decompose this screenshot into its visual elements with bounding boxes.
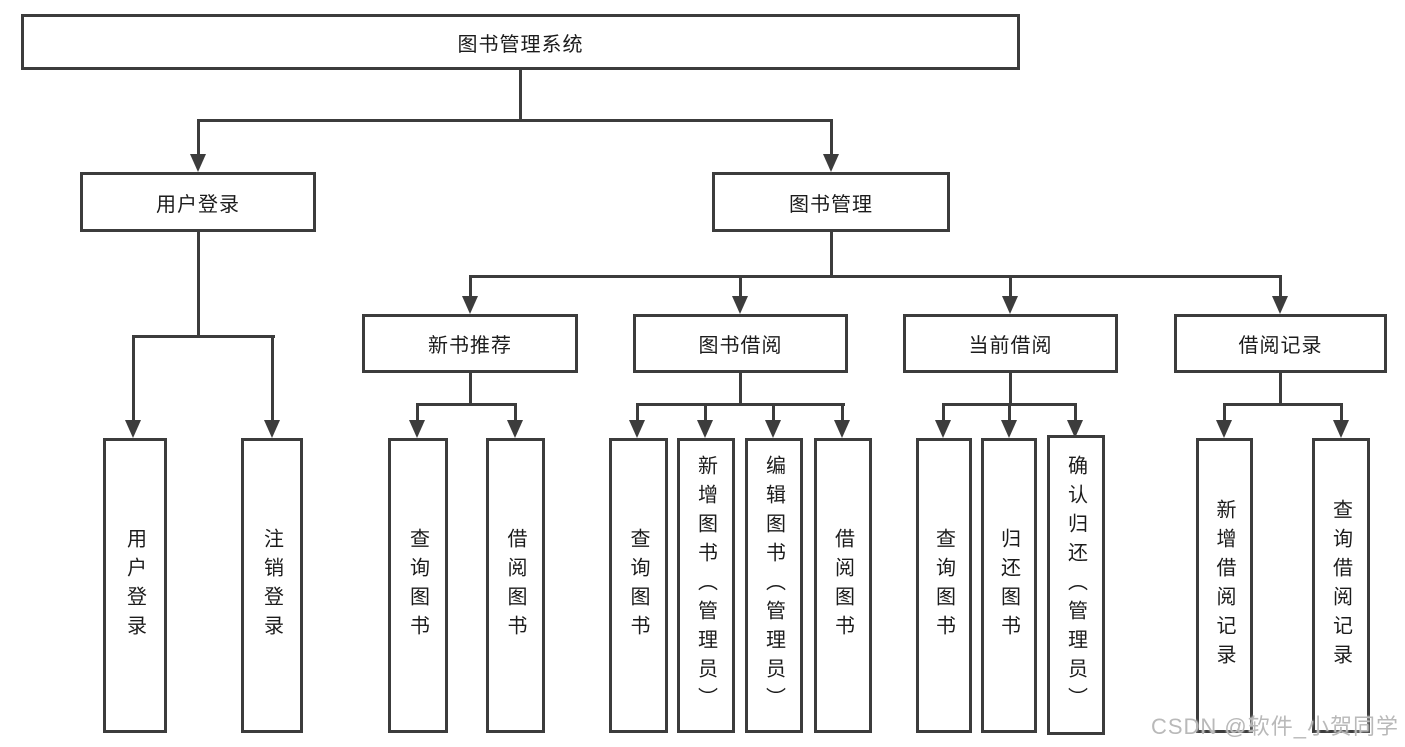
node-current-borrow-label: 当前借阅: [968, 335, 1053, 357]
node-user-login: 用户登录: [80, 172, 316, 232]
leaf-nbr-borrow-books-label: 借阅图书: [504, 527, 526, 644]
leaf-cb-query-books: 查询图书: [916, 438, 972, 733]
connector-user-login-stem: [197, 232, 200, 336]
leaf-br-add-record: 新增借阅记录: [1196, 438, 1253, 733]
arrowhead-cb-confirm: [1067, 420, 1083, 438]
arrowhead-leaf-logout: [264, 420, 280, 438]
leaf-nbr-query-books: 查询图书: [388, 438, 448, 733]
leaf-bb-edit-books-admin-label: 编辑图书（管理员）: [762, 455, 785, 716]
connector-current-borrow-stem: [1009, 373, 1012, 406]
connector-book-borrow-stem: [739, 373, 742, 406]
arrowhead-book-mgmt: [823, 154, 839, 172]
node-user-login-label: 用户登录: [156, 193, 240, 216]
arrowhead-bb-borrow: [834, 420, 850, 438]
leaf-bb-add-books-admin-label: 新增图书（管理员）: [694, 455, 717, 716]
connector-to-leaf-logout: [271, 335, 274, 421]
connector-to-new-book-rec: [469, 275, 472, 298]
connector-to-leaf-login: [132, 335, 135, 421]
connector-to-borrow-records: [1279, 275, 1282, 298]
connector-to-book-borrow: [739, 275, 742, 298]
leaf-bb-query-books: 查询图书: [609, 438, 668, 733]
node-book-borrow: 图书借阅: [633, 314, 848, 373]
connector-to-user-login: [197, 119, 200, 156]
arrowhead-book-borrow: [732, 296, 748, 314]
leaf-bb-borrow-books: 借阅图书: [814, 438, 872, 733]
leaf-nbr-borrow-books: 借阅图书: [486, 438, 545, 733]
leaf-user-login-label: 用户登录: [123, 527, 146, 644]
connector-to-nbr-query: [416, 403, 419, 420]
leaf-cb-confirm-return-admin-label: 确认归还（管理员）: [1064, 454, 1087, 716]
connector-to-cb-return: [1008, 403, 1011, 420]
connector-to-cb-query: [942, 403, 945, 420]
leaf-bb-add-books-admin: 新增图书（管理员）: [677, 438, 735, 733]
leaf-cb-confirm-return-admin: 确认归还（管理员）: [1047, 435, 1105, 735]
connector-to-current-borrow: [1009, 275, 1012, 298]
leaf-cb-return-books: 归还图书: [981, 438, 1037, 733]
connector-borrow-records-branch: [1223, 403, 1343, 406]
connector-to-bb-edit: [772, 403, 775, 420]
arrowhead-leaf-login: [125, 420, 141, 438]
node-book-mgmt-label: 图书管理: [789, 193, 873, 216]
connector-book-mgmt-stem: [830, 232, 833, 276]
connector-root-branch: [197, 119, 833, 122]
arrowhead-bb-add: [697, 420, 713, 438]
arrowhead-nbr-borrow: [507, 420, 523, 438]
arrowhead-cb-query: [935, 420, 951, 438]
node-current-borrow: 当前借阅: [903, 314, 1118, 373]
connector-to-br-add: [1223, 403, 1226, 420]
connector-to-bb-query: [636, 403, 639, 420]
node-library-system: 图书管理系统: [21, 14, 1020, 70]
connector-to-nbr-borrow: [514, 403, 517, 420]
leaf-br-query-record: 查询借阅记录: [1312, 438, 1370, 733]
leaf-br-add-record-label: 新增借阅记录: [1213, 498, 1235, 673]
leaf-user-login: 用户登录: [103, 438, 167, 733]
connector-to-br-query: [1340, 403, 1343, 420]
leaf-bb-borrow-books-label: 借阅图书: [831, 527, 854, 644]
arrowhead-bb-edit: [765, 420, 781, 438]
node-book-mgmt: 图书管理: [712, 172, 950, 232]
connector-to-bb-add: [704, 403, 707, 420]
arrowhead-cb-return: [1001, 420, 1017, 438]
leaf-logout: 注销登录: [241, 438, 303, 733]
leaf-cb-query-books-label: 查询图书: [932, 527, 955, 644]
arrowhead-bb-query: [629, 420, 645, 438]
leaf-logout-label: 注销登录: [260, 527, 283, 644]
arrowhead-current-borrow: [1002, 296, 1018, 314]
connector-user-login-branch: [132, 335, 275, 338]
connector-book-mgmt-branch: [469, 275, 1282, 278]
arrowhead-borrow-records: [1272, 296, 1288, 314]
connector-new-book-rec-stem: [469, 373, 472, 406]
leaf-nbr-query-books-label: 查询图书: [406, 527, 429, 644]
leaf-bb-query-books-label: 查询图书: [627, 527, 649, 644]
node-book-borrow-label: 图书借阅: [698, 335, 783, 357]
watermark: CSDN @软件_小贺同学: [1150, 714, 1399, 739]
node-borrow-records: 借阅记录: [1174, 314, 1387, 373]
leaf-bb-edit-books-admin: 编辑图书（管理员）: [745, 438, 803, 733]
arrowhead-br-add: [1216, 420, 1232, 438]
connector-to-cb-confirm: [1074, 403, 1077, 420]
node-borrow-records-label: 借阅记录: [1238, 335, 1323, 357]
connector-borrow-records-stem: [1279, 373, 1282, 406]
node-library-system-label: 图书管理系统: [457, 33, 584, 56]
arrowhead-br-query: [1333, 420, 1349, 438]
node-new-book-rec-label: 新书推荐: [428, 335, 512, 357]
arrowhead-nbr-query: [409, 420, 425, 438]
connector-to-bb-borrow: [841, 403, 844, 420]
leaf-br-query-record-label: 查询借阅记录: [1329, 498, 1352, 673]
leaf-cb-return-books-label: 归还图书: [997, 527, 1020, 644]
arrowhead-new-book-rec: [462, 296, 478, 314]
connector-to-book-mgmt: [830, 119, 833, 156]
connector-new-book-rec-branch: [416, 403, 517, 406]
connector-root-stem: [519, 70, 522, 121]
connector-book-borrow-branch: [636, 403, 845, 406]
node-new-book-rec: 新书推荐: [362, 314, 578, 373]
arrowhead-user-login: [190, 154, 206, 172]
